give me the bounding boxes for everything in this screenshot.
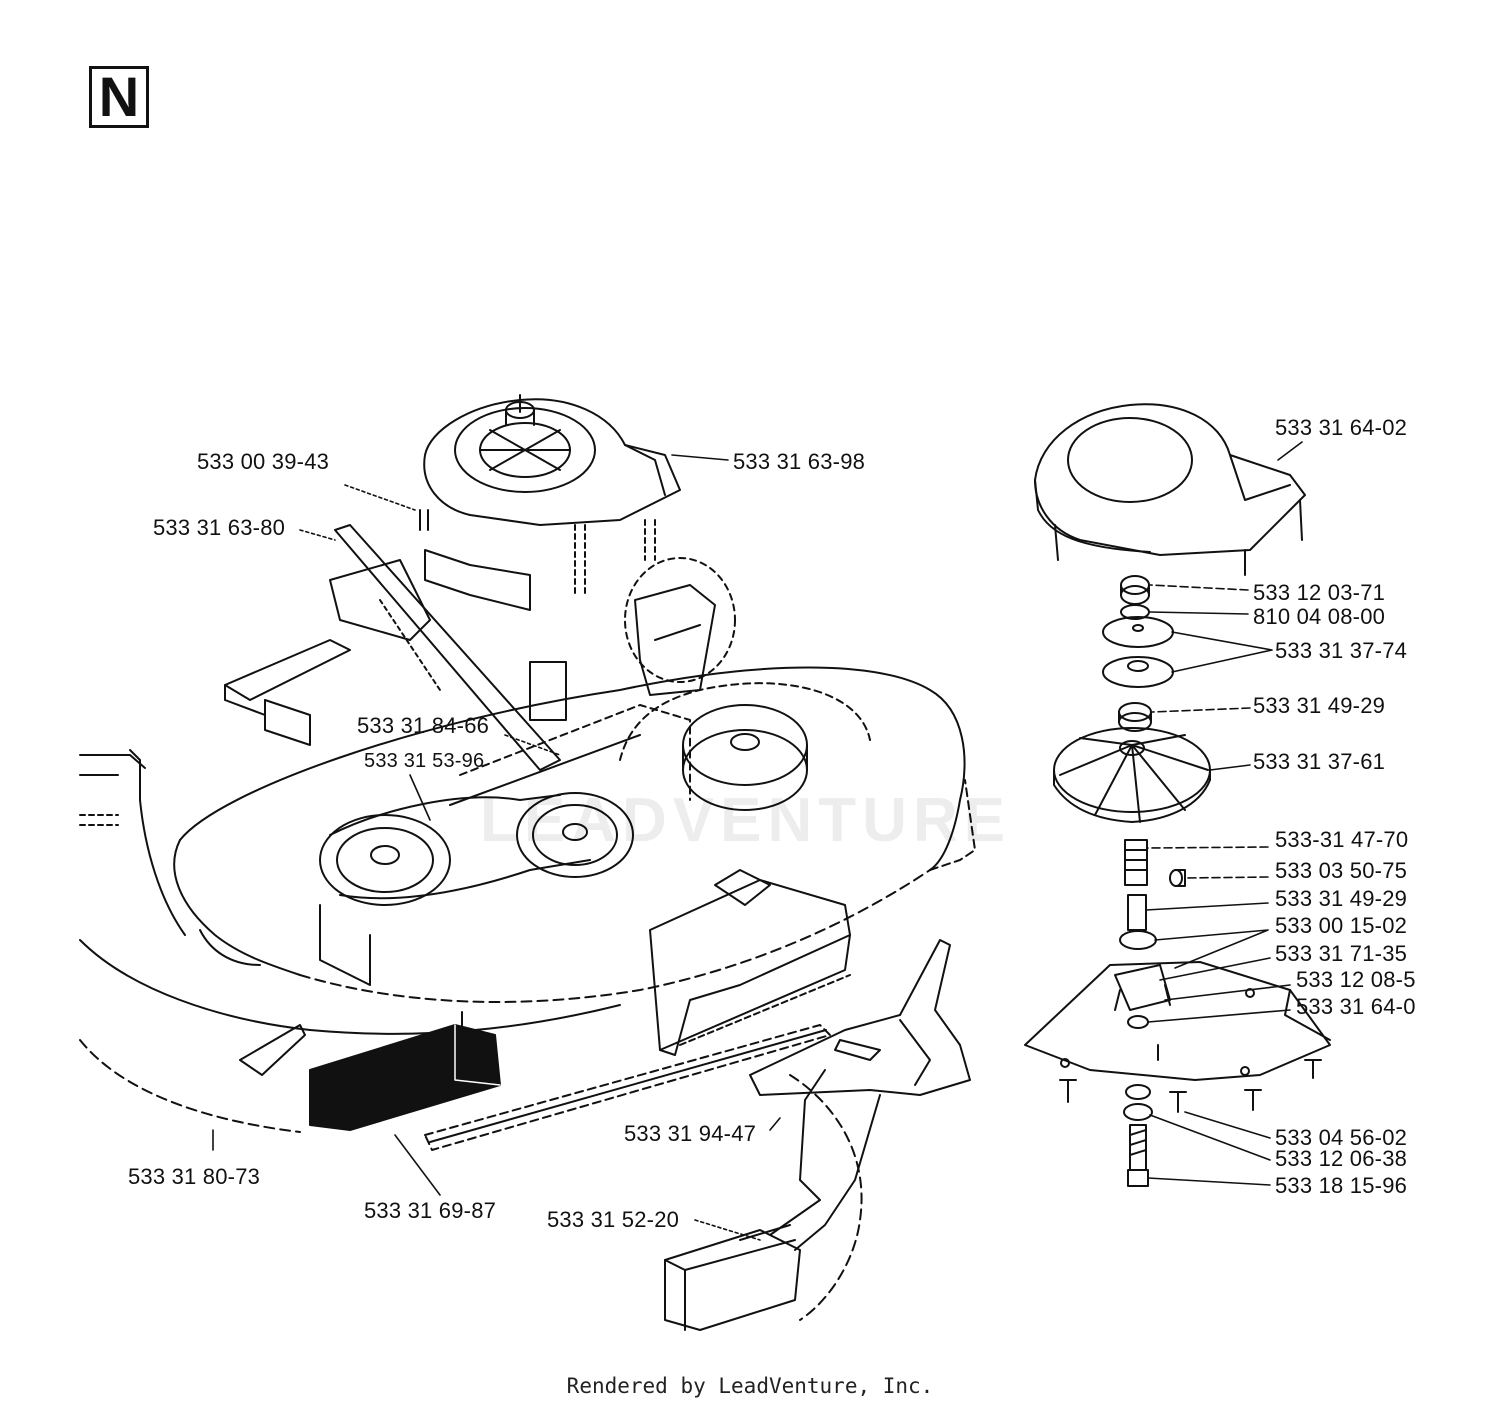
part-label: 533 04 56-02 — [1275, 1125, 1408, 1150]
chute-bracket — [624, 557, 736, 696]
part-label: 533 31 63-98 — [733, 449, 866, 474]
idler-arm-bracket — [224, 524, 567, 771]
part-label: 533 31 84-66 — [357, 713, 490, 738]
part-label: 533 31 71-35 — [1275, 941, 1408, 966]
section-marker: N — [89, 66, 149, 128]
footer-credit: Rendered by LeadVenture, Inc. — [566, 1374, 934, 1398]
part-label: 533 00 15-02 — [1275, 913, 1408, 938]
part-label: 533 12 03-71 — [1253, 580, 1386, 605]
pulley-assembly — [319, 682, 871, 986]
leader-lines — [212, 441, 1303, 1241]
part-label: 533 31 80-73 — [128, 1164, 261, 1189]
part-label: 533 31 69-87 — [364, 1198, 497, 1223]
part-label: 533 31 63-80 — [153, 515, 286, 540]
side-bracket — [649, 869, 851, 1056]
blower-cover-exploded — [1034, 403, 1306, 576]
part-label: 533 31 53-96 — [364, 750, 485, 772]
part-label: 810 04 08-00 — [1253, 604, 1386, 629]
watermark: LEADVENTURE — [480, 786, 1012, 855]
part-label: 533 12 08-5 — [1296, 967, 1416, 992]
section-letter: N — [98, 65, 140, 128]
part-label: 533 00 39-43 — [197, 449, 330, 474]
part-label: 533-31 47-70 — [1275, 827, 1409, 852]
part-label: 533 31 37-61 — [1253, 749, 1386, 774]
blower-housing-assembled — [419, 394, 681, 596]
part-label: 533 12 06-38 — [1275, 1146, 1408, 1171]
bagger-arm — [664, 939, 971, 1331]
part-label: 533 31 52-20 — [547, 1207, 680, 1232]
part-label: 533 03 50-75 — [1275, 858, 1408, 883]
part-label: 533 31 64-02 — [1275, 415, 1408, 440]
blower-stack-exploded — [1024, 575, 1331, 1187]
mower-deck — [79, 666, 976, 1133]
part-label: 533 31 49-29 — [1253, 693, 1386, 718]
part-label: 533 18 15-96 — [1275, 1173, 1408, 1198]
part-label: 533 31 64-0 — [1296, 994, 1416, 1019]
part-label: 533 31 37-74 — [1275, 638, 1408, 663]
part-label: 533 31 94-47 — [624, 1121, 757, 1146]
discharge-chute — [309, 1011, 501, 1131]
part-label: 533 31 49-29 — [1275, 886, 1408, 911]
mounting-rail — [424, 1024, 831, 1151]
